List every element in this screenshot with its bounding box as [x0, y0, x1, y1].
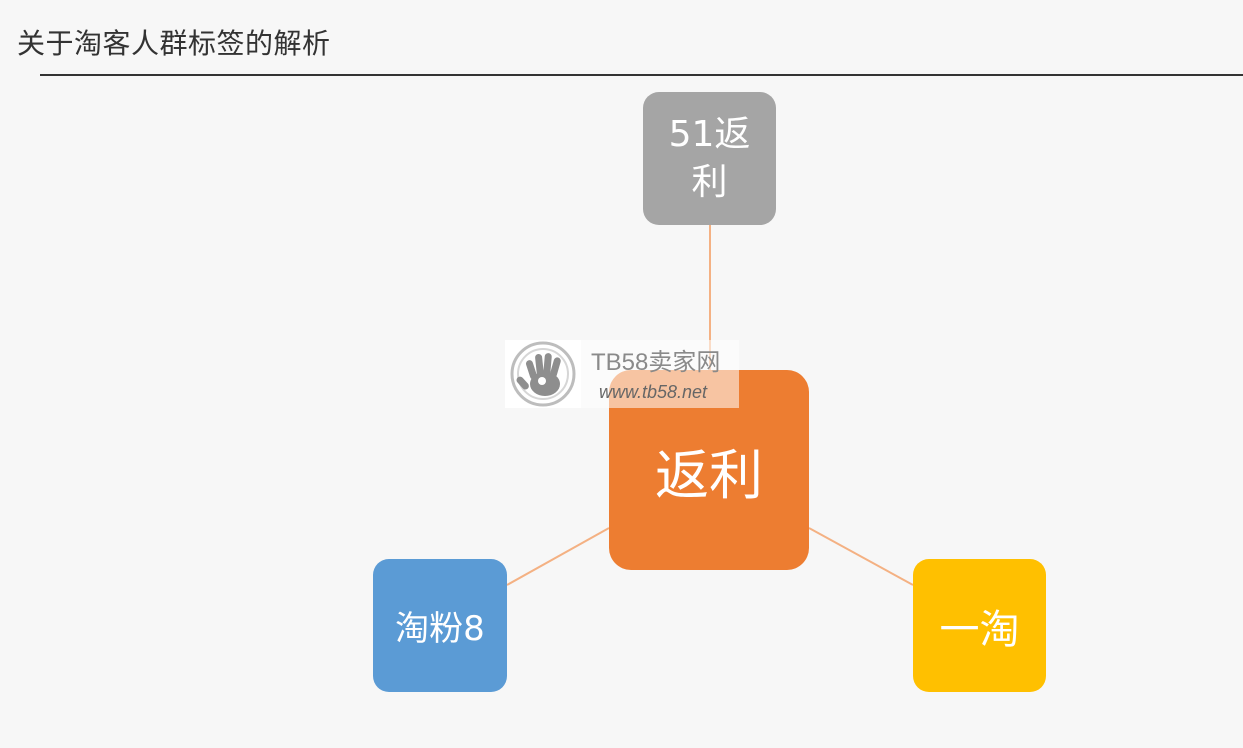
node-yitao: 一淘 [913, 559, 1046, 692]
page-title: 关于淘客人群标签的解析 [17, 27, 331, 60]
hand-logo-icon [505, 340, 581, 408]
watermark: TB58卖家网 www.tb58.net [505, 340, 739, 408]
title-divider [40, 74, 1243, 76]
node-51-fanli-label-line2: 利 [691, 161, 728, 203]
node-taofen8-label: 淘粉8 [395, 609, 485, 649]
watermark-url: www.tb58.net [599, 382, 708, 402]
node-fanli-center-label: 返利 [655, 443, 763, 507]
connector-right [808, 527, 914, 586]
node-51-fanli: 51返 利 [643, 92, 776, 225]
connector-left [506, 527, 610, 586]
node-51-fanli-label-line1: 51返 [668, 113, 751, 155]
watermark-title: TB58卖家网 [591, 349, 721, 376]
node-yitao-label: 一淘 [939, 606, 1020, 653]
node-taofen8: 淘粉8 [373, 559, 507, 692]
